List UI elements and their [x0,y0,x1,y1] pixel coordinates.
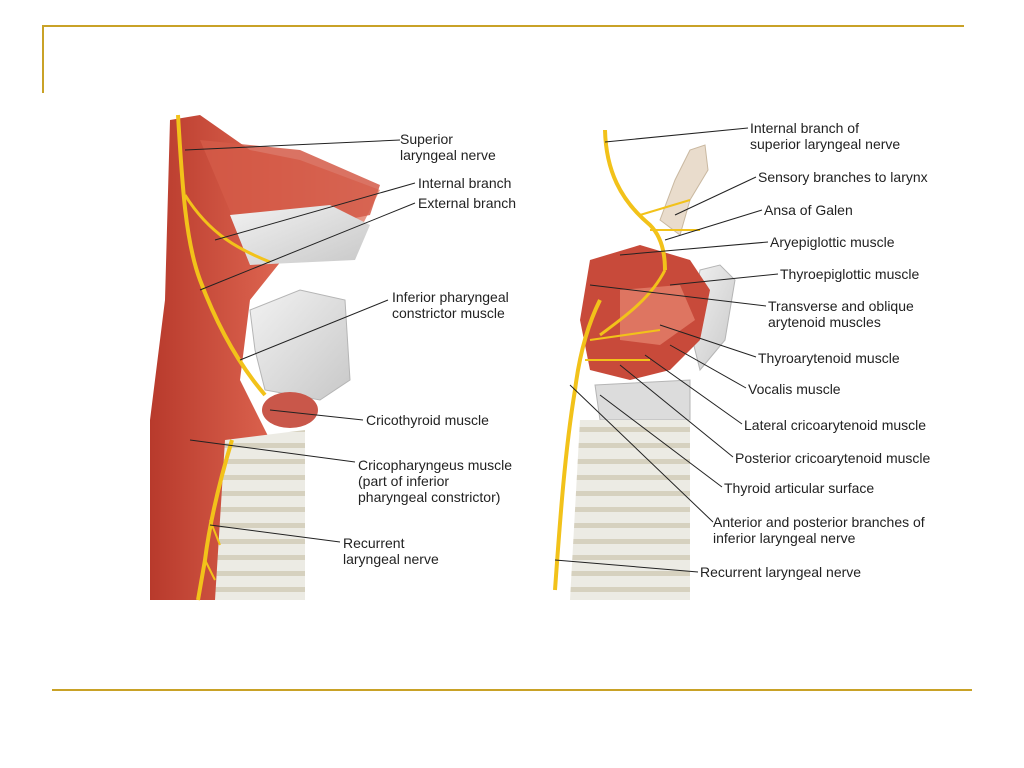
label-transverse-oblique-arytenoid: Transverse and oblique arytenoid muscles [768,298,914,330]
right-cricoid [594,379,691,421]
left-leader-lines [184,139,416,543]
label-internal-branch: Internal branch [418,175,512,191]
label-line: Inferior pharyngeal [392,289,509,305]
label-line: superior laryngeal nerve [750,136,901,152]
label-vocalis-muscle: Vocalis muscle [748,381,841,397]
right-nerve-sensory [639,199,700,231]
label-line: Transverse and oblique [768,298,914,314]
left-nerve-internal [183,194,271,264]
right-nerve-recurrent [553,299,602,591]
label-thyroepiglottic-muscle: Thyroepiglottic muscle [780,266,920,282]
label-superior-laryngeal-nerve: Superior laryngeal nerve [400,131,496,163]
label-recurrent-laryngeal-nerve-right: Recurrent laryngeal nerve [700,564,862,580]
label-external-branch: External branch [418,195,517,211]
label-thyroid-articular-surface: Thyroid articular surface [724,480,875,496]
right-trachea [570,420,690,600]
label-sensory-branches: Sensory branches to larynx [758,169,928,185]
label-aryepiglottic-muscle: Aryepiglottic muscle [770,234,895,250]
label-line: Internal branch of [750,120,859,136]
right-nerve-ansa [599,269,667,337]
left-nerve-main [176,114,267,397]
label-line: inferior laryngeal nerve [713,530,856,546]
label-line: Recurrent [343,535,405,551]
left-larynx-drawing [150,114,380,601]
label-cricopharyngeus-muscle: Cricopharyngeus muscle (part of inferior… [358,457,512,505]
label-line: laryngeal nerve [400,147,496,163]
left-nerve-recurrent [196,439,234,601]
label-cricothyroid-muscle: Cricothyroid muscle [366,412,489,428]
right-larynx-drawing [553,129,736,600]
label-recurrent-laryngeal-nerve-left: Recurrent laryngeal nerve [343,535,439,567]
left-thyroid-cartilage [249,289,351,401]
label-line: constrictor muscle [392,305,505,321]
right-epiglottis [659,144,709,236]
label-line: laryngeal nerve [343,551,439,567]
right-nerve-internal [603,129,667,271]
label-anterior-posterior-branches: Anterior and posterior branches of infer… [713,514,925,546]
left-rule [42,25,44,93]
label-line: Anterior and posterior branches of [713,514,925,530]
left-hyoid [230,205,370,265]
label-thyroarytenoid-muscle: Thyroarytenoid muscle [758,350,900,366]
label-line: (part of inferior [358,473,450,489]
label-lateral-cricoarytenoid: Lateral cricoarytenoid muscle [744,417,927,433]
label-ansa-of-galen: Ansa of Galen [764,202,853,218]
label-line: Superior [400,131,453,147]
bottom-rule [52,689,972,691]
top-rule [42,25,964,27]
label-line: Cricopharyngeus muscle [358,457,513,473]
left-nerve-branch [204,519,221,581]
label-inferior-pharyngeal-constrictor: Inferior pharyngeal constrictor muscle [392,289,509,321]
right-leader-lines [554,127,779,573]
label-internal-branch-superior: Internal branch of superior laryngeal ne… [750,120,900,152]
left-cricothyroid-muscle [262,392,318,428]
label-posterior-cricoarytenoid: Posterior cricoarytenoid muscle [735,450,931,466]
label-line: arytenoid muscles [768,314,881,330]
right-nerve-branches [585,329,661,361]
label-line: pharyngeal constrictor) [358,489,501,505]
left-trachea [215,430,305,600]
